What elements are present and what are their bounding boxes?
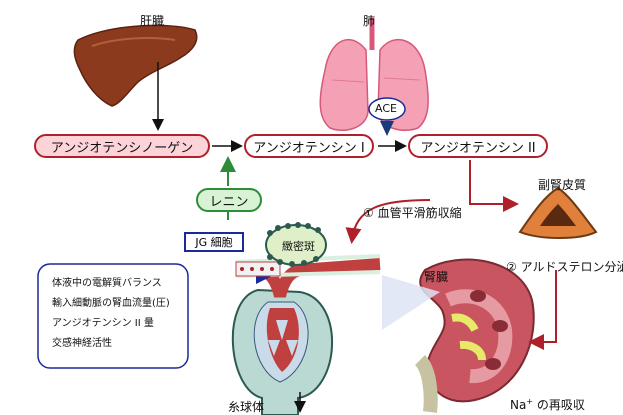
angiotensinogen-text: アンジオテンシノーゲン (51, 137, 193, 156)
adrenal-label: 副腎皮質 (538, 176, 586, 193)
kidney-label: 腎臓 (424, 268, 448, 285)
liver-label: 肝臓 (140, 12, 164, 29)
renin-text: レニン (209, 191, 248, 210)
aldosterone-label: ② アルドステロン分泌 (506, 258, 623, 275)
angiotensin1-pill: アンジオテンシン I (244, 134, 374, 158)
factor-item: 輸入細動脈の腎血流量(圧) (52, 294, 170, 314)
na-suffix: の再吸収 (533, 398, 585, 412)
arrow-to-adrenal (470, 160, 515, 204)
ace-label: ACE (375, 102, 397, 115)
adrenal-illustration (520, 188, 596, 238)
factor-item: アンジオテンシン II 量 (52, 314, 170, 334)
factor-list: 体液中の電解質バランス 輸入細動脈の腎血流量(圧) アンジオテンシン II 量 … (52, 274, 170, 354)
factor-item: 体液中の電解質バランス (52, 274, 170, 294)
na-base: Na (510, 398, 526, 412)
angiotensin1-text: アンジオテンシン I (253, 137, 364, 156)
angiotensin2-pill: アンジオテンシン II (408, 134, 548, 158)
jg-cells-label: JG 細胞 (195, 234, 232, 250)
glomerulus-illustration (233, 256, 380, 415)
angiotensinogen-pill: アンジオテンシノーゲン (34, 134, 210, 158)
vasoconstriction-label: ① 血管平滑筋収縮 (363, 204, 462, 221)
factor-item: 交感神経活性 (52, 334, 170, 354)
lung-label: 肺 (363, 12, 375, 29)
glomerulus-label: 糸球体 (228, 398, 264, 415)
na-reabsorption-label: Na+ の再吸収 (510, 396, 585, 413)
jg-cells-box: JG 細胞 (184, 232, 244, 252)
liver-illustration (74, 25, 196, 106)
arrow-to-kidney (532, 270, 556, 342)
renin-pill: レニン (196, 188, 262, 212)
angiotensin2-text: アンジオテンシン II (420, 137, 535, 156)
macula-densa-label: 緻密斑 (282, 238, 315, 254)
